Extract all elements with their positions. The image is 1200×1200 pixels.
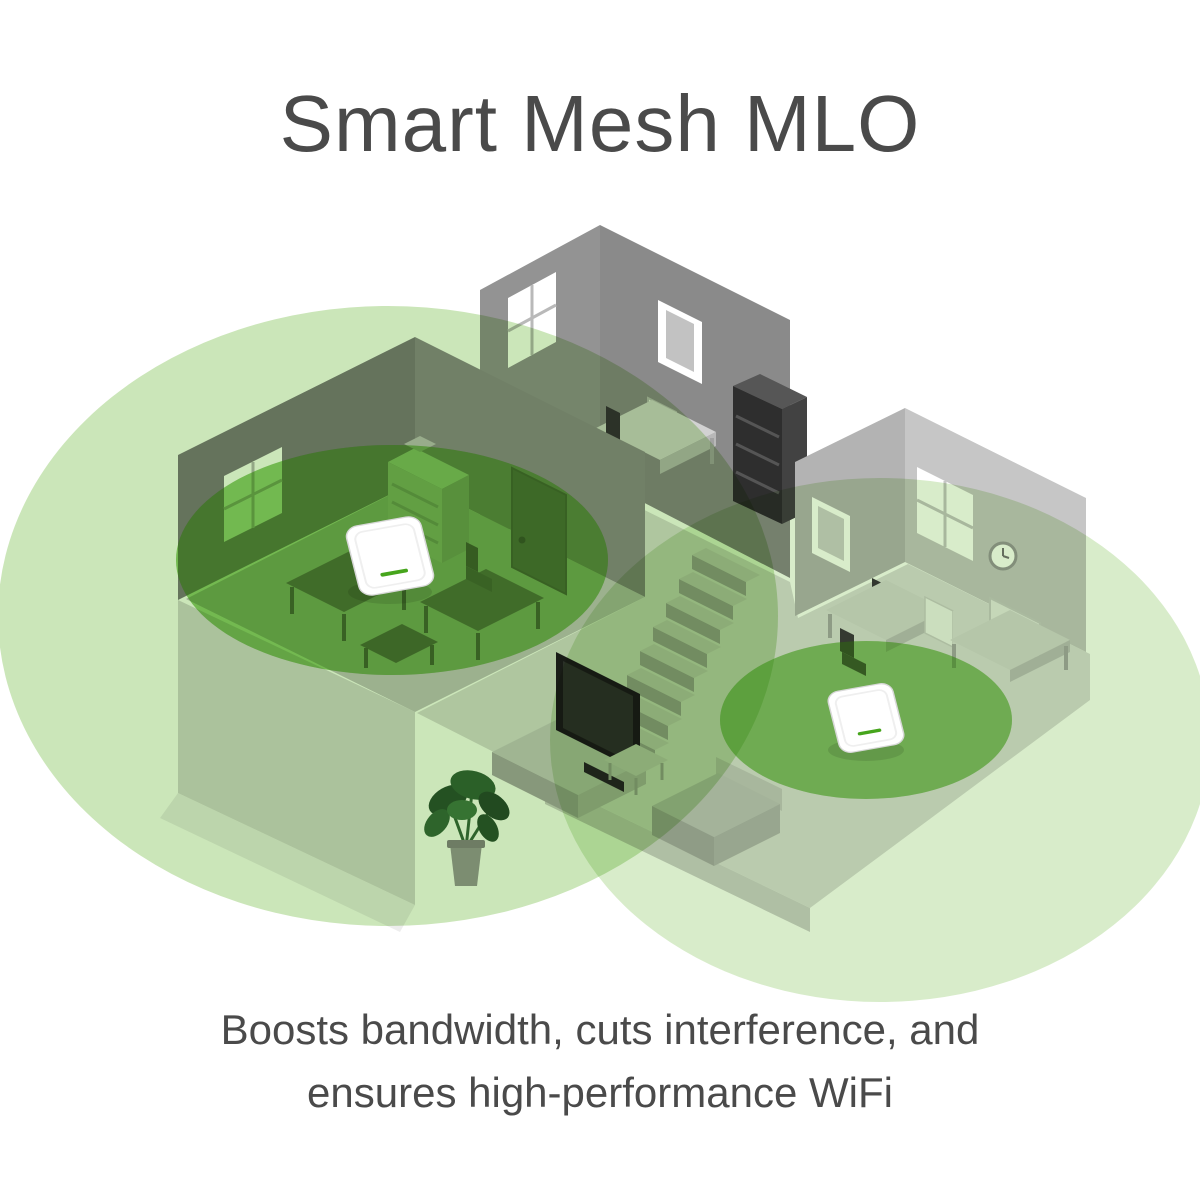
- caption-line-1: Boosts bandwidth, cuts interference, and: [220, 1006, 980, 1053]
- page-title: Smart Mesh MLO: [279, 79, 921, 168]
- caption: Boosts bandwidth, cuts interference, and…: [0, 998, 1200, 1124]
- upper-picture-frame: [658, 300, 702, 384]
- caption-line-2: ensures high-performance WiFi: [307, 1069, 893, 1116]
- access-point-left: [345, 516, 435, 604]
- access-point-right: [827, 683, 905, 761]
